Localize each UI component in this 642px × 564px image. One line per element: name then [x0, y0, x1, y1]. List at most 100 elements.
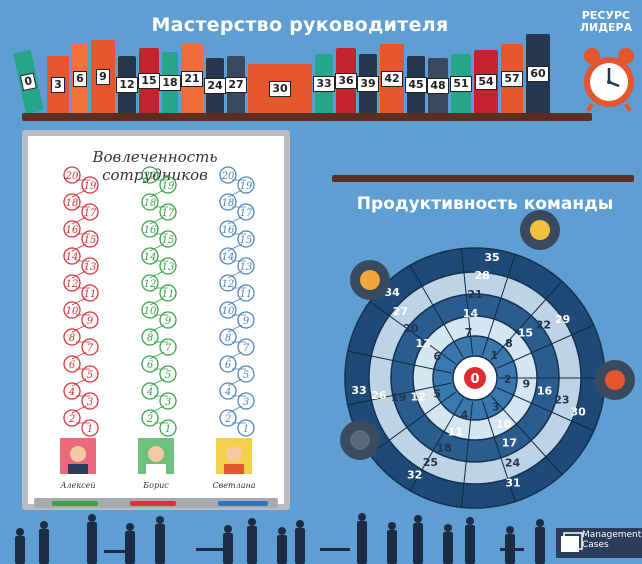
book-60: 60 [526, 34, 550, 114]
spiral-cell-label: 5 [433, 387, 441, 400]
level-number: 11 [240, 289, 253, 300]
level-circle [141, 301, 159, 319]
avatar-face [70, 446, 86, 462]
spiral-cell-label: 35 [484, 251, 499, 264]
level-number: 15 [162, 235, 175, 246]
level-circle [219, 220, 237, 238]
person-silhouette [125, 523, 135, 564]
spiral-cell-label: 28 [475, 269, 490, 282]
level-connector [71, 378, 87, 387]
level-number: 19 [84, 181, 97, 192]
level-circle [63, 274, 81, 292]
person-silhouette [39, 521, 49, 564]
person-silhouette [295, 520, 305, 564]
spiral-cell-label: 12 [411, 390, 426, 403]
avatar-body [146, 464, 166, 474]
level-number: 17 [240, 208, 253, 219]
level-number: 6 [225, 360, 232, 371]
book-label: 51 [450, 76, 472, 92]
level-circle [219, 247, 237, 265]
person-silhouette [247, 518, 257, 564]
book-39: 39 [357, 54, 379, 114]
spiral-cell-label: 1 [490, 349, 498, 362]
book-15: 15 [138, 48, 160, 114]
book-label: 18 [159, 75, 181, 91]
spiral-cell-label: 21 [467, 288, 482, 301]
spiral-cell-label: 27 [393, 305, 408, 318]
level-circle [63, 166, 81, 184]
spiral-cell-label: 30 [571, 406, 587, 419]
avatar-body [224, 464, 244, 474]
level-circle [81, 257, 99, 275]
spiral-cell-label: 14 [463, 307, 479, 320]
level-number: 5 [87, 370, 93, 381]
level-circle [81, 419, 99, 437]
marker-blue [218, 501, 268, 506]
level-number: 18 [66, 198, 79, 209]
spiral-divider [409, 398, 464, 491]
level-circle [237, 311, 255, 329]
book-36: 36 [335, 48, 357, 114]
level-circle [63, 247, 81, 265]
level-connector [227, 189, 243, 198]
level-connector [227, 216, 243, 225]
level-circle [141, 220, 159, 238]
spiral-cell-label: 17 [502, 437, 517, 450]
level-circle [63, 220, 81, 238]
level-connector [71, 324, 87, 333]
book-18: 18 [159, 52, 181, 114]
person-silhouette [387, 522, 397, 564]
level-circle [237, 365, 255, 383]
resource-line-2: ЛИДЕРА [579, 21, 633, 34]
person-silhouette [277, 527, 287, 564]
level-circle [237, 338, 255, 356]
level-circle [63, 409, 81, 427]
level-number: 12 [66, 279, 79, 290]
level-number: 7 [165, 343, 172, 354]
spiral-cell-label: 29 [555, 313, 570, 326]
level-connector [149, 351, 165, 360]
level-connector [149, 216, 165, 225]
book-label: 30 [269, 81, 291, 97]
book-6: 6 [72, 44, 88, 114]
spiral-cell-label: 6 [433, 350, 441, 363]
logo-line-2: Cases [582, 540, 609, 550]
level-connector [227, 378, 243, 387]
level-circle [159, 230, 177, 248]
spiral-cell-label: 4 [461, 409, 469, 422]
level-connector [149, 297, 165, 306]
level-circle [219, 409, 237, 427]
level-circle [219, 274, 237, 292]
level-circle [63, 193, 81, 211]
level-number: 8 [69, 333, 75, 344]
level-circle [159, 257, 177, 275]
level-circle [81, 176, 99, 194]
spiral-cell-label: 33 [351, 384, 366, 397]
person-silhouette [15, 528, 25, 564]
level-connector [71, 351, 87, 360]
book-label: 27 [225, 77, 247, 93]
spiral-cell-label: 34 [384, 286, 400, 299]
level-number: 9 [87, 316, 94, 327]
level-connector [149, 324, 165, 333]
level-circle [237, 203, 255, 221]
desk-silhouette [320, 548, 350, 551]
book-0: 0 [13, 49, 44, 114]
book-57: 57 [501, 44, 523, 114]
spiral-divider [369, 301, 456, 365]
avatar-body [68, 464, 88, 474]
level-circle [81, 392, 99, 410]
level-number: 5 [243, 370, 249, 381]
level-number: 10 [222, 306, 235, 317]
level-number: 3 [87, 397, 93, 408]
level-number: 3 [243, 397, 249, 408]
level-number: 19 [240, 181, 253, 192]
level-number: 15 [84, 235, 97, 246]
person-silhouette [87, 514, 97, 564]
level-circle [159, 338, 177, 356]
level-circle [159, 176, 177, 194]
level-number: 4 [224, 387, 231, 398]
level-number: 8 [147, 333, 153, 344]
spiral-cell-label: 8 [505, 337, 513, 350]
